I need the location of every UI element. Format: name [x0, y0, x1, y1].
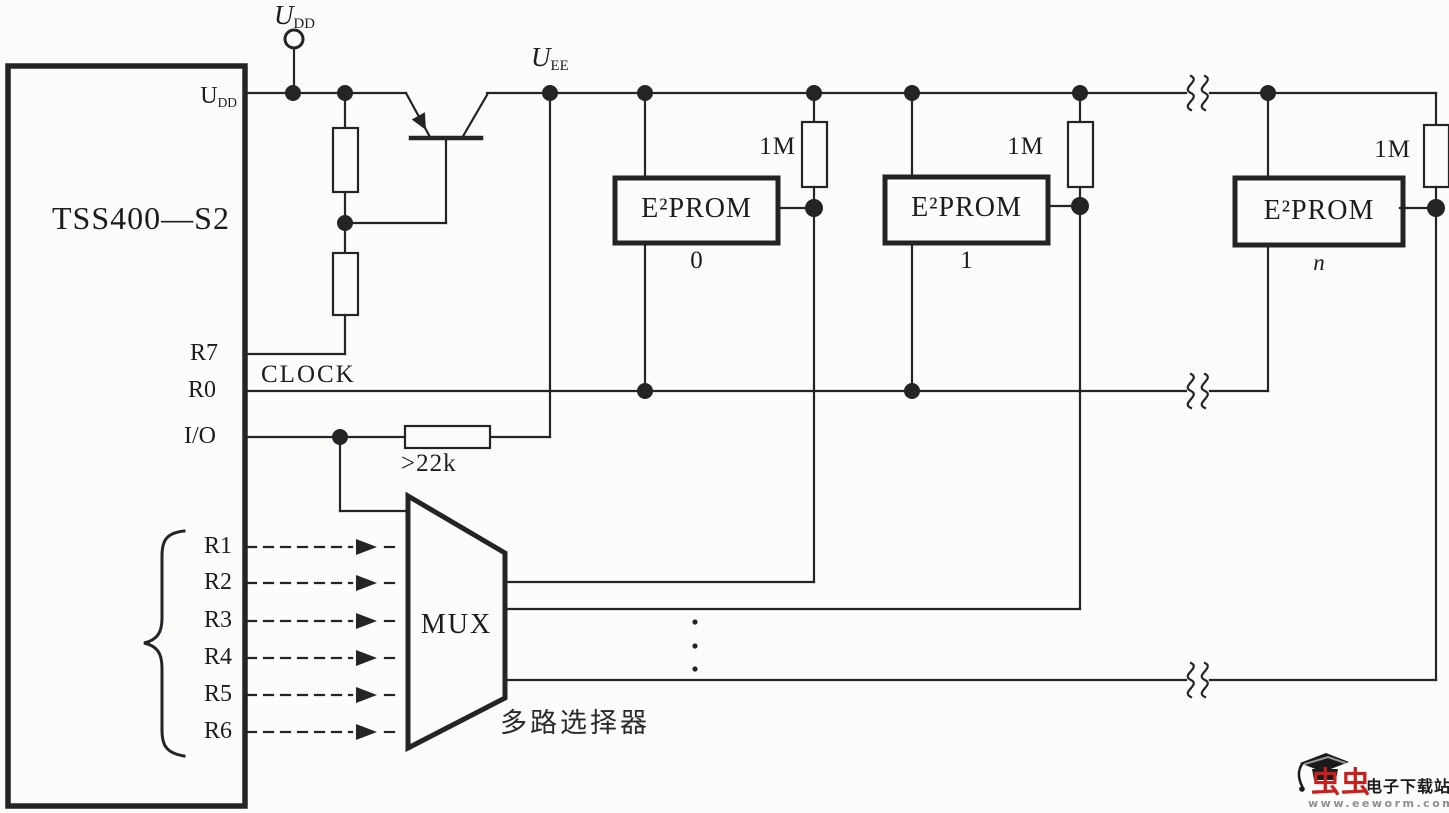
- eeprom-1-group: [503, 91, 1095, 611]
- pullup-label-n: 1M: [1374, 136, 1411, 163]
- junction-dot: [637, 85, 653, 101]
- supply-udd-label: UDD: [274, 0, 315, 33]
- junction-dot: [285, 85, 301, 101]
- junction-dot: [1427, 199, 1445, 217]
- junction-dot: [805, 199, 823, 217]
- junction-dot: [337, 85, 353, 101]
- line-break-mark: [1186, 372, 1209, 410]
- input-arrow-r2: [245, 575, 403, 591]
- eeprom-n-name: E²PROM: [1263, 195, 1375, 226]
- input-arrow-r1: [245, 539, 403, 555]
- input-arrow-r5: [245, 687, 403, 703]
- pin-group-brace: [143, 529, 186, 758]
- junction-dot: [637, 383, 653, 399]
- pnp-transistor: [343, 91, 489, 225]
- rail-uee-label: UEE: [531, 42, 569, 75]
- eeprom-1-box: [882, 174, 1051, 246]
- junction-dot: [1071, 197, 1089, 215]
- input-arrow-r3: [245, 613, 403, 629]
- eeprom-n-box: [1232, 175, 1406, 248]
- junction-dot: [904, 85, 920, 101]
- pullup-resistor-n: [1422, 123, 1449, 189]
- pullup-resistor-1: [1066, 120, 1095, 189]
- graduation-cap-icon: [1297, 753, 1349, 792]
- watermark-site: 电子下载站: [1366, 777, 1449, 796]
- junction-dot: [806, 85, 822, 101]
- series-resistor: [403, 424, 492, 450]
- chip-title: TSS400—S2: [52, 200, 230, 236]
- junction-dot: [904, 383, 920, 399]
- uee-rail: [485, 91, 1438, 127]
- eeprom-0-group: [503, 91, 829, 584]
- resistor-lower: [331, 251, 360, 317]
- line-break-mark: [1186, 661, 1209, 699]
- series-resistor-label: >22k: [401, 450, 457, 477]
- pin-label-r6: R6: [203, 718, 232, 744]
- arrow-icon: [356, 687, 377, 703]
- uee-feedback-branch: [245, 91, 552, 450]
- pin-label-r0: R0: [187, 377, 216, 403]
- eeprom-1-name: E²PROM: [911, 192, 1022, 223]
- arrow-icon: [356, 575, 377, 591]
- mux-shape: [405, 491, 508, 753]
- arrow-icon: [356, 613, 377, 629]
- mux-label: MUX: [420, 609, 493, 640]
- input-arrow-r6: [245, 724, 403, 740]
- junction-dot: [332, 429, 348, 445]
- pin-label-r3: R3: [203, 607, 232, 633]
- junction-dot: [1072, 85, 1088, 101]
- more-lines-ellipsis: [692, 619, 698, 672]
- junction-dots: [285, 85, 1445, 445]
- watermark-url: www.eeworm.com: [1308, 797, 1449, 810]
- emitter-arrow-icon: [411, 112, 426, 130]
- resistor-upper: [331, 126, 360, 194]
- eeprom-0-index: 0: [690, 247, 703, 274]
- pin-label-r2: R2: [203, 569, 232, 595]
- mux-caption: 多路选择器: [500, 708, 650, 738]
- pin-label-udd: UDD: [200, 83, 237, 110]
- junction-dot: [337, 215, 353, 231]
- junction-dot: [542, 85, 558, 101]
- clock-label: CLOCK: [261, 361, 356, 388]
- chip-outline: [5, 63, 248, 809]
- pullup-label-1: 1M: [1007, 133, 1044, 160]
- pin-label-r1: R1: [203, 533, 232, 559]
- arrow-icon: [356, 650, 377, 666]
- pin-label-io: I/O: [184, 423, 216, 449]
- watermark-brand: 虫虫: [1311, 765, 1372, 799]
- mux-input-arrows: [245, 539, 403, 740]
- pin-label-r7: R7: [189, 340, 218, 366]
- transistor-emitter: [404, 91, 432, 139]
- pullup-resistor-0: [800, 120, 829, 189]
- eeprom-0-name: E²PROM: [641, 193, 752, 224]
- arrow-icon: [356, 724, 377, 740]
- eeprom-0-box: [612, 175, 781, 246]
- pin-label-r4: R4: [203, 644, 232, 670]
- supply-terminal: [283, 28, 305, 95]
- line-break-marks: [1186, 74, 1209, 699]
- eeprom-n-index: n: [1313, 250, 1325, 275]
- input-arrow-r4: [245, 650, 403, 666]
- arrow-icon: [356, 539, 377, 555]
- eeprom-n-group: [503, 91, 1449, 682]
- line-break-mark: [1186, 74, 1209, 112]
- pin-label-r5: R5: [203, 681, 232, 707]
- pullup-label-0: 1M: [759, 133, 796, 160]
- junction-dot: [1260, 85, 1276, 101]
- transistor-collector: [460, 93, 489, 140]
- eeprom-1-index: 1: [960, 247, 973, 274]
